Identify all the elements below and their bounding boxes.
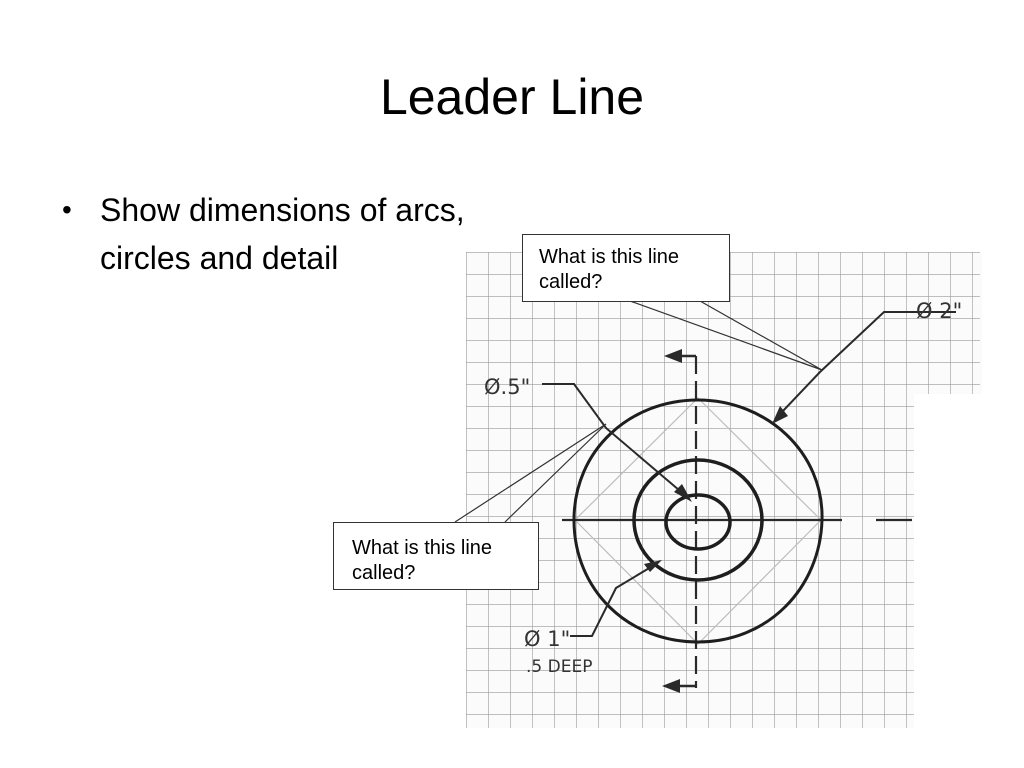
bullet-list: • Show dimensions of arcs, circles and d… bbox=[62, 186, 482, 282]
leader-line-outer bbox=[781, 311, 956, 413]
construction-diamond bbox=[574, 397, 822, 645]
outer-diameter-label: Ø 2" bbox=[916, 299, 962, 323]
callout-text-top: What is this line called? bbox=[539, 246, 680, 293]
blank-corner bbox=[914, 394, 982, 728]
callout-box-top: What is this line called? bbox=[522, 234, 730, 302]
leader-line-inner bbox=[542, 383, 687, 497]
middle-diameter-label: Ø 1" bbox=[524, 627, 570, 651]
middle-depth-label: .5 DEEP bbox=[526, 657, 592, 677]
leader-arrow-middle-icon bbox=[644, 560, 662, 572]
leader-line-middle bbox=[570, 563, 657, 637]
section-arrow-bottom-icon bbox=[662, 679, 680, 693]
callout-text-bottom: What is this line called? bbox=[352, 537, 493, 584]
graph-paper-grid-extension bbox=[914, 252, 980, 394]
inner-circle bbox=[664, 493, 732, 551]
bullet-icon: • bbox=[62, 194, 72, 225]
inner-diameter-label: Ø.5" bbox=[484, 375, 530, 399]
leader-arrow-inner-icon bbox=[674, 484, 692, 502]
bullet-text: Show dimensions of arcs, circles and det… bbox=[100, 192, 465, 276]
leader-arrow-outer-icon bbox=[772, 406, 788, 424]
bullet-item: • Show dimensions of arcs, circles and d… bbox=[62, 186, 482, 282]
callout-box-bottom: What is this line called? bbox=[333, 522, 539, 590]
middle-circle bbox=[632, 458, 764, 582]
slide-title: Leader Line bbox=[379, 69, 645, 125]
graph-paper-drawing: Ø 2" Ø.5" Ø 1" .5 DEEP bbox=[466, 252, 982, 728]
